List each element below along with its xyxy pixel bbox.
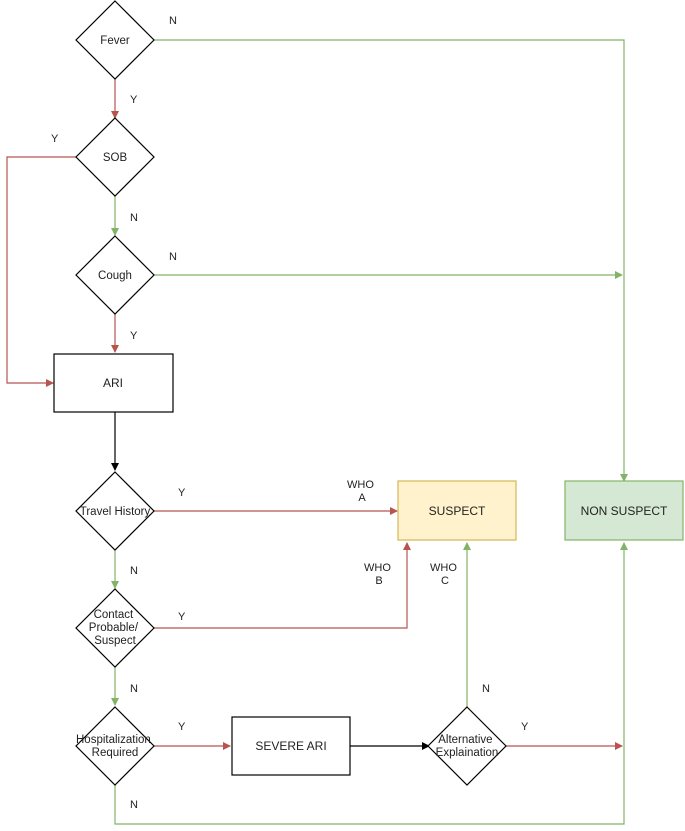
edge-label-travel-yes: Y	[178, 487, 186, 499]
hospitalization-label-line-1: Hospitalization	[76, 734, 151, 746]
edge-label-sob-no: N	[130, 212, 138, 224]
outcome-non-suspect[interactable]	[564, 480, 684, 541]
who-a-line-1: WHO	[347, 479, 374, 491]
severe-ari-label: SEVERE ARI	[255, 739, 326, 753]
edge-label-fever-no: N	[169, 15, 177, 27]
edge-label-fever-yes: Y	[130, 94, 138, 106]
decision-travel-history[interactable]	[75, 471, 155, 551]
process-ari[interactable]	[53, 353, 174, 413]
edge-fever-no	[154, 39, 628, 482]
edge-label-hosp-yes: Y	[178, 721, 186, 733]
suspect-label: SUSPECT	[429, 504, 486, 518]
edge-label-contact-yes: Y	[178, 611, 186, 623]
cough-label: Cough	[98, 270, 132, 282]
edge-label-travel-no: N	[130, 565, 138, 577]
decision-sob[interactable]	[75, 117, 155, 197]
who-c-line-1: WHO	[430, 562, 457, 574]
alternative-label-line-2: Explaination	[436, 747, 499, 759]
decision-contact[interactable]	[75, 588, 155, 668]
decision-alternative[interactable]	[427, 706, 507, 786]
decision-fever[interactable]	[75, 0, 155, 80]
contact-label: Contact Probable/ Suspect	[89, 609, 141, 647]
edge-contact-yes	[154, 542, 411, 629]
edge-label-who-c: WHO C	[430, 562, 460, 587]
edge-hosp-no	[114, 542, 628, 825]
who-c-line-2: C	[441, 575, 449, 587]
alternative-label: Alternative Explaination	[436, 734, 499, 759]
decision-cough[interactable]	[75, 235, 155, 315]
edge-label-sob-yes: Y	[51, 133, 59, 145]
edge-sob-yes	[6, 156, 76, 387]
edge-label-alt-yes: Y	[521, 721, 529, 733]
edge-label-hosp-no: N	[130, 799, 138, 811]
fever-label: Fever	[100, 35, 130, 47]
edge-label-who-b: WHO B	[364, 562, 394, 587]
contact-label-line-3: Suspect	[94, 635, 136, 647]
who-a-line-2: A	[358, 492, 366, 504]
who-b-line-2: B	[375, 575, 382, 587]
edge-label-alt-no: N	[482, 683, 490, 695]
who-b-line-1: WHO	[364, 562, 391, 574]
decision-hospitalization[interactable]	[75, 706, 155, 786]
process-severe-ari[interactable]	[231, 716, 351, 776]
hospitalization-label: Hospitalization Required	[76, 734, 154, 759]
contact-label-line-1: Contact	[94, 609, 134, 621]
edge-label-contact-no: N	[130, 683, 138, 695]
non-suspect-label: NON SUSPECT	[581, 504, 668, 518]
travel-history-label: Travel History	[80, 506, 151, 518]
hospitalization-label-line-2: Required	[92, 747, 139, 759]
edge-label-cough-yes: Y	[130, 330, 138, 342]
alternative-label-line-1: Alternative	[438, 734, 492, 746]
sob-label: SOB	[103, 152, 128, 164]
contact-label-line-2: Probable/	[89, 622, 139, 634]
ari-label: ARI	[103, 376, 123, 390]
edge-label-cough-no: N	[169, 251, 177, 263]
outcome-suspect[interactable]	[397, 480, 517, 541]
edge-label-who-a: WHO A	[347, 479, 377, 504]
